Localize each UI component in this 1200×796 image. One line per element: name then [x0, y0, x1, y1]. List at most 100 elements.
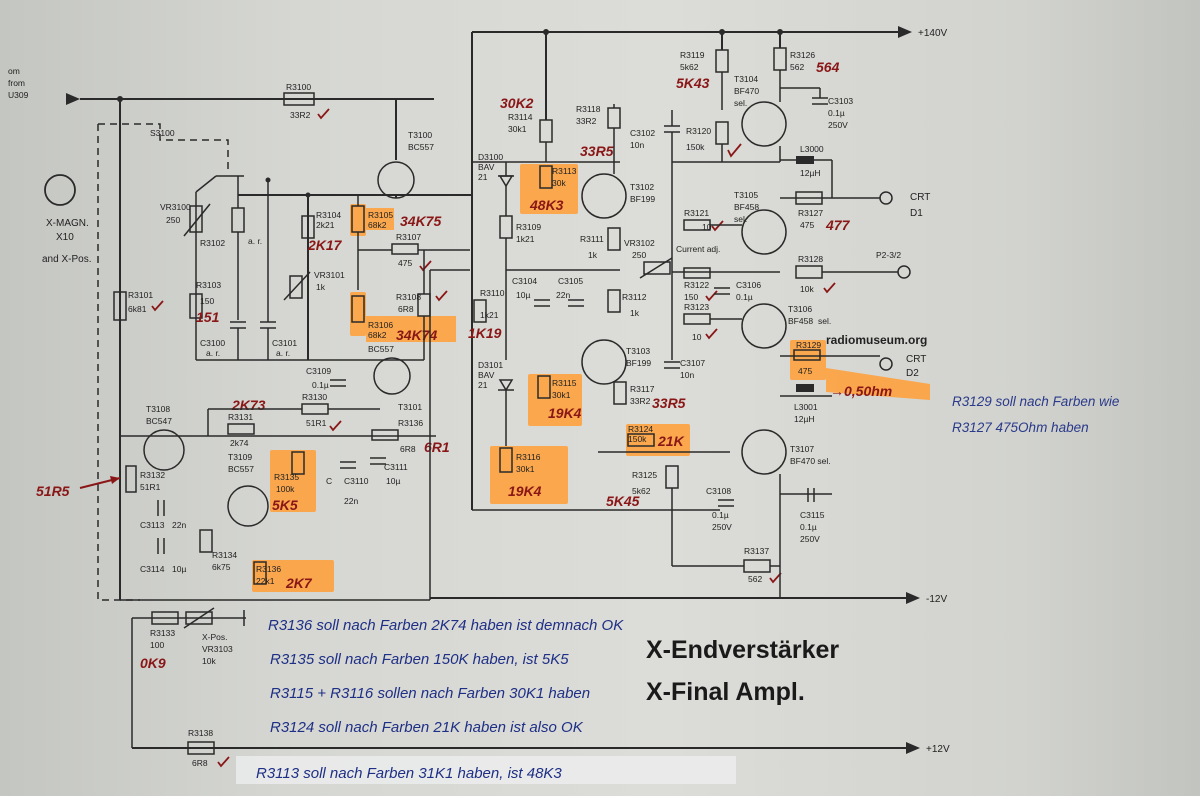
- svg-text:100k: 100k: [276, 484, 295, 494]
- t3107-transistor: [741, 429, 787, 475]
- svg-text:R3121: R3121: [684, 208, 709, 218]
- svg-text:5K5: 5K5: [272, 497, 298, 513]
- svg-text:68k2: 68k2: [368, 220, 387, 230]
- svg-text:R3116: R3116: [516, 452, 541, 462]
- svg-text:0K9: 0K9: [140, 655, 166, 671]
- svg-text:R3110: R3110: [480, 288, 505, 298]
- svg-text:R3117: R3117: [630, 384, 655, 394]
- p2-terminal: [897, 265, 911, 279]
- svg-text:BF199: BF199: [630, 194, 655, 204]
- svg-text:34K75: 34K75: [400, 213, 441, 229]
- svg-text:51R1: 51R1: [140, 482, 161, 492]
- svg-text:33R5: 33R5: [652, 395, 686, 411]
- svg-text:BF458: BF458: [734, 202, 759, 212]
- svg-text:R3125: R3125: [632, 470, 657, 480]
- svg-text:34K74: 34K74: [396, 327, 437, 343]
- svg-text:33R2: 33R2: [576, 116, 597, 126]
- svg-text:0.1µ: 0.1µ: [800, 522, 817, 532]
- svg-text:6R8: 6R8: [192, 758, 208, 768]
- svg-text:22n: 22n: [344, 496, 358, 506]
- svg-text:C3115: C3115: [800, 510, 825, 520]
- svg-text:564: 564: [816, 59, 840, 75]
- output-stage: R3119 5k62 5K43 R3120 150k R3126 562 564…: [671, 29, 930, 598]
- note-5: R3113 soll nach Farben 31K1 haben, ist 4…: [256, 765, 562, 782]
- input-pair: T3100 BC557 R3104 2k21 2K17 VR3101 1k R3…: [238, 99, 472, 412]
- svg-text:22n: 22n: [556, 290, 570, 300]
- svg-text:VR3101: VR3101: [314, 270, 345, 280]
- svg-text:51R1: 51R1: [306, 418, 327, 428]
- svg-text:VR3102: VR3102: [624, 238, 655, 248]
- t3109-transistor: [227, 485, 269, 527]
- svg-text:2K73: 2K73: [231, 397, 266, 413]
- svg-text:33R2: 33R2: [630, 396, 651, 406]
- svg-text:R3107: R3107: [396, 232, 421, 242]
- svg-text:R3104: R3104: [316, 210, 341, 220]
- svg-text:10n: 10n: [680, 370, 694, 380]
- svg-text:R3138: R3138: [188, 728, 213, 738]
- svg-text:C3102: C3102: [630, 128, 655, 138]
- t3102-transistor: [581, 173, 627, 219]
- svg-text:C3104: C3104: [512, 276, 537, 286]
- svg-text:R3112: R3112: [622, 292, 647, 302]
- svg-text:475: 475: [398, 258, 412, 268]
- handwritten-notes: R3129 soll nach Farben wie R3127 475Ohm …: [236, 394, 1119, 784]
- svg-text:VR3100: VR3100: [160, 202, 191, 212]
- svg-text:D3100: D3100: [478, 152, 503, 162]
- svg-text:6R8: 6R8: [400, 444, 416, 454]
- svg-text:1k: 1k: [630, 308, 640, 318]
- svg-text:2K17: 2K17: [307, 237, 343, 253]
- rail-plus12: +12V: [132, 742, 950, 755]
- svg-text:T3109: T3109: [228, 452, 252, 462]
- svg-text:33R2: 33R2: [290, 110, 311, 120]
- svg-text:30k1: 30k1: [516, 464, 535, 474]
- svg-text:U309: U309: [8, 90, 29, 100]
- svg-text:475: 475: [798, 366, 812, 376]
- t3105-transistor: [741, 209, 787, 255]
- svg-text:22n: 22n: [172, 520, 186, 530]
- t3103-transistor: [581, 339, 627, 385]
- svg-text:R3130: R3130: [302, 392, 327, 402]
- rail-minus12-label: -12V: [926, 594, 947, 605]
- svg-text:5k62: 5k62: [680, 62, 699, 72]
- svg-text:R3101: R3101: [128, 290, 153, 300]
- svg-text:6k75: 6k75: [212, 562, 231, 572]
- svg-text:R3105: R3105: [368, 210, 393, 220]
- svg-text:T3100: T3100: [408, 130, 432, 140]
- svg-text:1K19: 1K19: [468, 325, 502, 341]
- svg-text:475: 475: [800, 220, 814, 230]
- svg-text:BC557: BC557: [368, 344, 394, 354]
- svg-text:1k21: 1k21: [516, 234, 535, 244]
- svg-text:250V: 250V: [800, 534, 820, 544]
- svg-text:100: 100: [150, 640, 164, 650]
- svg-text:C3106: C3106: [736, 280, 761, 290]
- svg-text:C3110: C3110: [344, 476, 369, 486]
- svg-text:150k: 150k: [628, 434, 647, 444]
- svg-text:om: om: [8, 66, 20, 76]
- svg-text:L3000: L3000: [800, 144, 824, 154]
- svg-text:C3111: C3111: [384, 462, 408, 472]
- svg-text:R3108: R3108: [396, 292, 421, 302]
- svg-text:R3103: R3103: [196, 280, 221, 290]
- svg-text:562: 562: [790, 62, 804, 72]
- note-1: R3136 soll nach Farben 2K74 haben ist de…: [268, 617, 624, 634]
- svg-text:R3123: R3123: [684, 302, 709, 312]
- svg-text:0.1µ: 0.1µ: [736, 292, 753, 302]
- svg-text:2k74: 2k74: [230, 438, 249, 448]
- svg-text:R3109: R3109: [516, 222, 541, 232]
- svg-text:10: 10: [692, 332, 702, 342]
- svg-text:6R1: 6R1: [424, 439, 450, 455]
- svg-text:BC557: BC557: [408, 142, 434, 152]
- svg-text:BF470 sel.: BF470 sel.: [790, 456, 831, 466]
- svg-text:150: 150: [200, 296, 214, 306]
- svg-text:250: 250: [166, 215, 180, 225]
- svg-text:R3106: R3106: [368, 320, 393, 330]
- svg-text:68k2: 68k2: [368, 330, 387, 340]
- svg-text:sel.: sel.: [734, 214, 747, 224]
- t3106-transistor: [741, 303, 787, 349]
- svg-text:33R5: 33R5: [580, 143, 614, 159]
- svg-text:T3101: T3101: [398, 402, 422, 412]
- svg-text:C3100: C3100: [200, 338, 225, 348]
- svg-text:R3137: R3137: [744, 546, 769, 556]
- svg-text:Current adj.: Current adj.: [676, 244, 720, 254]
- svg-text:BF199: BF199: [626, 358, 651, 368]
